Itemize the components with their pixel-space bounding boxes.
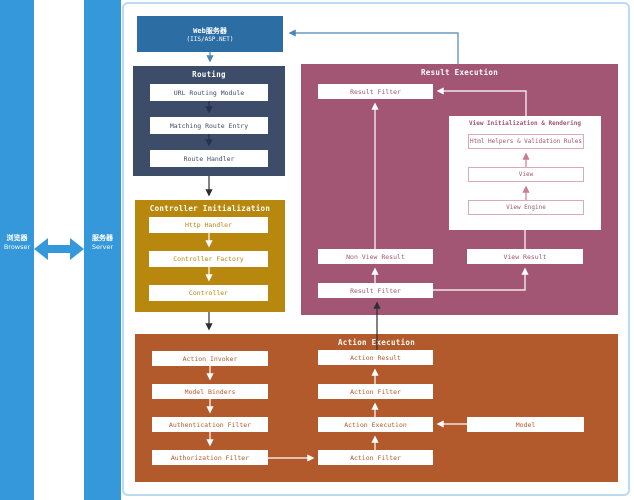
- result-execution-group: Result Execution Result Filter View Init…: [301, 64, 618, 315]
- routing-title: Routing: [192, 70, 226, 79]
- action-execution-node: Action Execution: [318, 417, 433, 432]
- authorization-filter-node: Authorization Filter: [152, 450, 268, 465]
- controller-initialization-group: Controller Initialization Http Handler C…: [135, 200, 285, 312]
- view-initialization-group: View Initialization & Rendering Html Hel…: [449, 116, 601, 230]
- arrow-body: [46, 245, 72, 253]
- action-invoker-node: Action Invoker: [152, 351, 268, 366]
- view-engine-node: View Engine: [468, 200, 584, 215]
- routing-group: Routing URL Routing Module Matching Rout…: [133, 66, 285, 176]
- view-result-node: View Result: [467, 249, 583, 264]
- action-execution-title: Action Execution: [337, 338, 416, 347]
- route-handler-node: Route Handler: [150, 150, 268, 167]
- action-execution-group: Action Execution Action Invoker Model Bi…: [135, 334, 618, 482]
- action-result-node: Action Result: [318, 350, 433, 365]
- url-routing-module-node: URL Routing Module: [150, 84, 268, 101]
- arrow-left-head: [34, 238, 48, 260]
- arrow-right-head: [70, 238, 84, 260]
- result-execution-title: Result Execution: [420, 68, 499, 77]
- web-server-title: Web服务器: [193, 26, 227, 35]
- authentication-filter-node: Authentication Filter: [152, 417, 268, 432]
- server-bar-label: 服务器 Server: [84, 234, 121, 251]
- view-node: View: [468, 167, 584, 182]
- browser-bar: 浏览器 Browser: [0, 0, 34, 500]
- browser-label-zh: 浏览器: [6, 234, 28, 242]
- html-helpers-node: Html Helpers & Validation Rules: [468, 134, 584, 149]
- non-view-result-node: Non View Result: [318, 249, 433, 264]
- view-initialization-title: View Initialization & Rendering: [469, 120, 581, 127]
- server-label-en: Server: [91, 242, 114, 251]
- controller-factory-node: Controller Factory: [149, 251, 268, 267]
- web-server-box: Web服务器 (IIS/ASP.NET): [137, 16, 283, 52]
- result-filter-top-node: Result Filter: [318, 84, 433, 99]
- server-label-zh: 服务器: [92, 234, 113, 242]
- server-bar: 服务器 Server: [84, 0, 121, 500]
- model-node: Model: [467, 417, 584, 432]
- action-filter-upper-node: Action Filter: [318, 384, 433, 399]
- browser-label-en: Browser: [3, 242, 31, 251]
- controller-initialization-title: Controller Initialization: [149, 204, 271, 213]
- http-handler-node: Http Handler: [149, 217, 268, 233]
- matching-route-entry-node: Matching Route Entry: [150, 117, 268, 134]
- browser-bar-label: 浏览器 Browser: [0, 234, 34, 251]
- action-filter-lower-node: Action Filter: [318, 450, 433, 465]
- model-binders-node: Model Binders: [152, 384, 268, 399]
- result-filter-bottom-node: Result Filter: [318, 283, 433, 298]
- web-server-subtitle: (IIS/ASP.NET): [186, 35, 234, 43]
- controller-node: Controller: [149, 285, 268, 301]
